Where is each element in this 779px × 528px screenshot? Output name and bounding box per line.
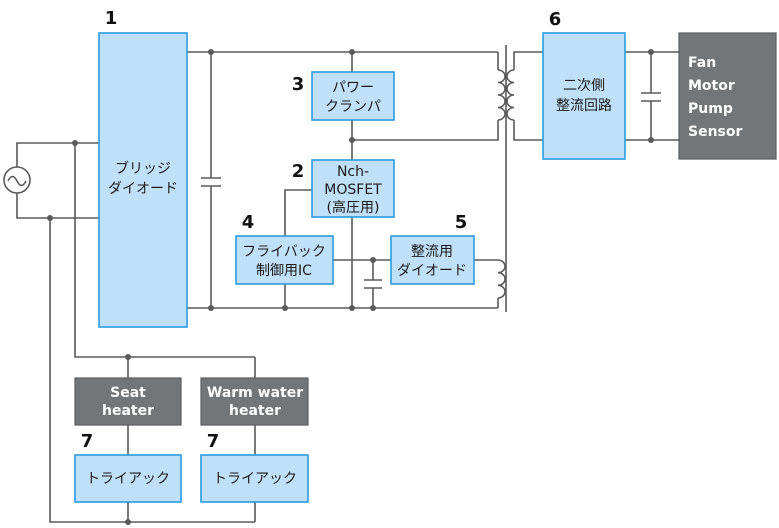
num-triac2: 7 xyxy=(207,431,220,452)
rectifier-diode-block: 整流用 ダイオード xyxy=(390,235,475,285)
gate-drive-line xyxy=(284,189,312,236)
triac-return-line xyxy=(49,218,255,523)
clamp-label-line1: パワー xyxy=(332,80,374,96)
auxiliary-winding xyxy=(497,259,506,299)
load-fan: Fan xyxy=(688,55,716,71)
triac1-label: トライアック xyxy=(86,471,170,487)
triac2-label: トライアック xyxy=(213,471,297,487)
secondary-bottom-lead xyxy=(513,120,543,141)
num-rect-diode: 5 xyxy=(455,212,468,233)
num-bridge: 1 xyxy=(105,8,118,29)
load-pump: Pump xyxy=(688,101,733,117)
wires xyxy=(16,51,679,523)
callout-numbers: 1 3 2 4 5 6 7 7 xyxy=(81,8,562,452)
heater-feed-line xyxy=(74,143,255,358)
bridge-label-line1: ブリッジ xyxy=(115,160,171,177)
flyback-label-line2: 制御用IC xyxy=(256,263,312,279)
mosfet-label-line3: (高圧用) xyxy=(327,199,380,216)
bridge-label-line2: ダイオード xyxy=(108,181,178,197)
bridge-diode-block: ブリッジ ダイオード xyxy=(98,32,188,328)
water-heater-line2: heater xyxy=(229,403,281,419)
triac-block-2: トライアック xyxy=(200,454,309,503)
seat-heater-block: Seat heater xyxy=(74,377,182,426)
junction-dots xyxy=(47,49,654,525)
num-secondary: 6 xyxy=(549,9,562,30)
secondary-label-line1: 二次側 xyxy=(563,78,605,94)
primary-winding xyxy=(497,69,506,121)
seat-heater-line1: Seat xyxy=(110,385,146,401)
sine-wave-icon xyxy=(7,175,27,187)
warm-water-heater-block: Warm water heater xyxy=(200,377,309,426)
output-load-block: Fan Motor Pump Sensor xyxy=(678,32,777,160)
num-clamp: 3 xyxy=(292,74,305,95)
triac-block-1: トライアック xyxy=(74,454,182,503)
seat-heater-line2: heater xyxy=(102,403,154,419)
load-motor: Motor xyxy=(688,78,735,94)
mosfet-label-line2: MOSFET xyxy=(324,182,382,198)
power-clamp-block: パワー クランパ xyxy=(311,71,395,121)
secondary-top-lead xyxy=(513,51,543,70)
num-flyback-ic: 4 xyxy=(242,212,255,233)
flyback-ic-block: フライバック 制御用IC xyxy=(235,235,334,285)
rect-label-line1: 整流用 xyxy=(411,244,453,260)
secondary-label-line2: 整流回路 xyxy=(556,98,612,114)
secondary-rectifier-block: 二次側 整流回路 xyxy=(542,32,626,160)
num-mosfet: 2 xyxy=(292,161,305,182)
flyback-label-line1: フライバック xyxy=(242,244,326,260)
clamp-label-line2: クランパ xyxy=(325,99,381,115)
mosfet-block: Nch- MOSFET (高圧用) xyxy=(311,159,395,218)
primary-bottom-lead xyxy=(352,120,499,141)
num-triac1: 7 xyxy=(81,431,94,452)
rect-label-line2: ダイオード xyxy=(397,263,467,279)
ac-source xyxy=(3,166,31,194)
mosfet-label-line1: Nch- xyxy=(337,164,369,180)
load-sensor: Sensor xyxy=(688,124,742,140)
secondary-winding xyxy=(506,69,515,121)
water-heater-line1: Warm water xyxy=(207,385,303,401)
